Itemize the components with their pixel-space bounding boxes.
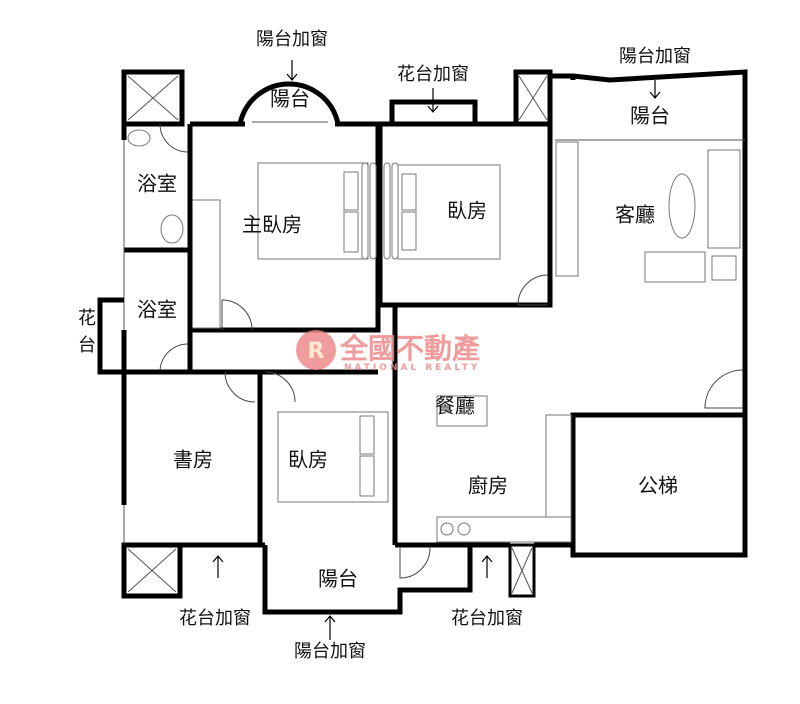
label-public-stairs: 公梯 xyxy=(638,474,678,498)
label-bathroom-2: 浴室 xyxy=(137,298,177,322)
shaft-top-left xyxy=(121,69,185,127)
label-balcony-top-right: 陽台 xyxy=(630,104,670,128)
label-bathroom-1: 浴室 xyxy=(137,172,177,196)
annotation-bottom-balcony-window: 陽台加窗 xyxy=(294,641,366,662)
label-balcony-bottom: 陽台 xyxy=(318,567,358,591)
label-study: 書房 xyxy=(173,448,213,472)
living-room-walls xyxy=(547,69,748,558)
shaft-top-right xyxy=(513,69,553,127)
label-planter-left-2: 台 xyxy=(78,335,96,356)
bottom-balcony-walls xyxy=(262,545,473,615)
wardrobe xyxy=(361,162,399,260)
bathrooms-walls xyxy=(97,123,378,375)
label-bedroom-3: 臥房 xyxy=(288,448,328,472)
watermark-logo: R 全國不動產 NATIONAL REALTY xyxy=(296,330,480,373)
master-bedroom-walls xyxy=(187,81,381,333)
shaft-bottom-left xyxy=(121,542,183,599)
label-master-bedroom: 主臥房 xyxy=(242,213,302,237)
annotation-top-left-balcony-window: 陽台加窗 xyxy=(256,29,328,50)
watermark-brand-cn: 全國不動產 xyxy=(339,332,480,365)
annotation-bottom-right-planter-window: 花台加窗 xyxy=(451,608,523,629)
annotation-bottom-left-planter-window: 花台加窗 xyxy=(179,608,251,629)
bedroom-2-walls xyxy=(377,99,553,308)
watermark-brand-en: NATIONAL REALTY xyxy=(344,363,480,373)
label-planter-left-1: 花 xyxy=(78,308,96,329)
svg-text:R: R xyxy=(308,339,325,364)
annotation-top-planter-window: 花台加窗 xyxy=(397,64,469,85)
label-balcony-top-left: 陽台 xyxy=(270,87,310,111)
label-dining-room: 餐廳 xyxy=(435,394,475,418)
label-bedroom-2: 臥房 xyxy=(447,199,487,223)
window-arrows xyxy=(212,60,661,640)
label-kitchen: 廚房 xyxy=(468,474,508,498)
label-living-room: 客廳 xyxy=(615,203,655,227)
annotation-top-right-balcony-window: 陽台加窗 xyxy=(619,46,691,67)
lower-walls xyxy=(121,305,573,548)
shaft-bottom-right xyxy=(508,543,536,598)
